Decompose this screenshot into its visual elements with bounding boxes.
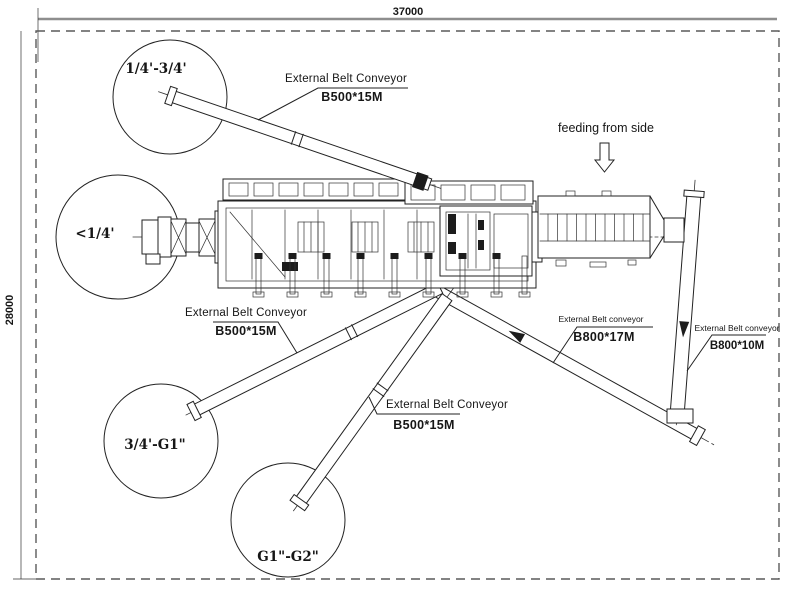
conveyor-b800-10m (669, 179, 705, 426)
dim-left-value: 28000 (4, 295, 16, 326)
stockpile-label-1: 1/4'-3/4' (125, 61, 186, 77)
conveyor-b500-bottom (289, 272, 466, 512)
conveyor-spec: B500*15M (321, 90, 382, 104)
feeding-label: feeding from side (558, 121, 654, 135)
conveyor-title: External Belt conveyor (694, 323, 779, 333)
conveyor-spec: B500*15M (215, 324, 276, 338)
label-conveyor-right-vertical: External Belt conveyor B800*10M (686, 323, 780, 372)
stockpile-label-3: 3/4'-G1" (124, 437, 185, 453)
stockpile-circles: 1/4'-3/4' <1/4' 3/4'-G1" G1"-G2" (55, 39, 346, 578)
feeding-note: feeding from side (558, 121, 654, 173)
conveyor-spec: B800*10M (710, 340, 764, 352)
transfer-box (666, 408, 694, 424)
label-conveyor-bottom-center: External Belt Conveyor B500*15M (368, 396, 508, 432)
conveyor-title: External Belt Conveyor (285, 73, 407, 85)
feeder-hopper (537, 190, 685, 268)
dimension-top: 37000 (37, 6, 777, 62)
flow-arrow-left-icon (508, 330, 526, 343)
flow-arrow-down-icon (679, 321, 690, 338)
crushing-plant-machine (132, 178, 685, 298)
stockpile-circle-1 (112, 39, 228, 155)
stockpile-label-4: G1"-G2" (257, 549, 319, 565)
label-conveyor-center-diagonal: External Belt conveyor B800*17M (552, 314, 653, 364)
conveyor-spec: B500*15M (393, 418, 454, 432)
conveyor-title: External Belt Conveyor (386, 399, 508, 411)
machine-legs (252, 253, 531, 298)
label-conveyor-top-left: External Belt Conveyor B500*15M (257, 73, 408, 121)
conveyor-b500-top-left (158, 85, 445, 191)
conveyor-spec: B800*17M (573, 330, 634, 344)
feeding-arrow-down-icon (593, 142, 616, 173)
conveyor-title: External Belt Conveyor (185, 307, 307, 319)
dimension-left: 28000 (4, 31, 38, 580)
label-conveyor-lower-left: External Belt Conveyor B500*15M (185, 307, 307, 354)
conveyor-title: External Belt conveyor (558, 314, 643, 324)
dim-top-value: 37000 (393, 6, 424, 18)
stockpile-circle-3 (103, 383, 219, 499)
stockpile-label-2: <1/4' (75, 226, 114, 242)
stockpile-circle-4 (230, 462, 346, 578)
